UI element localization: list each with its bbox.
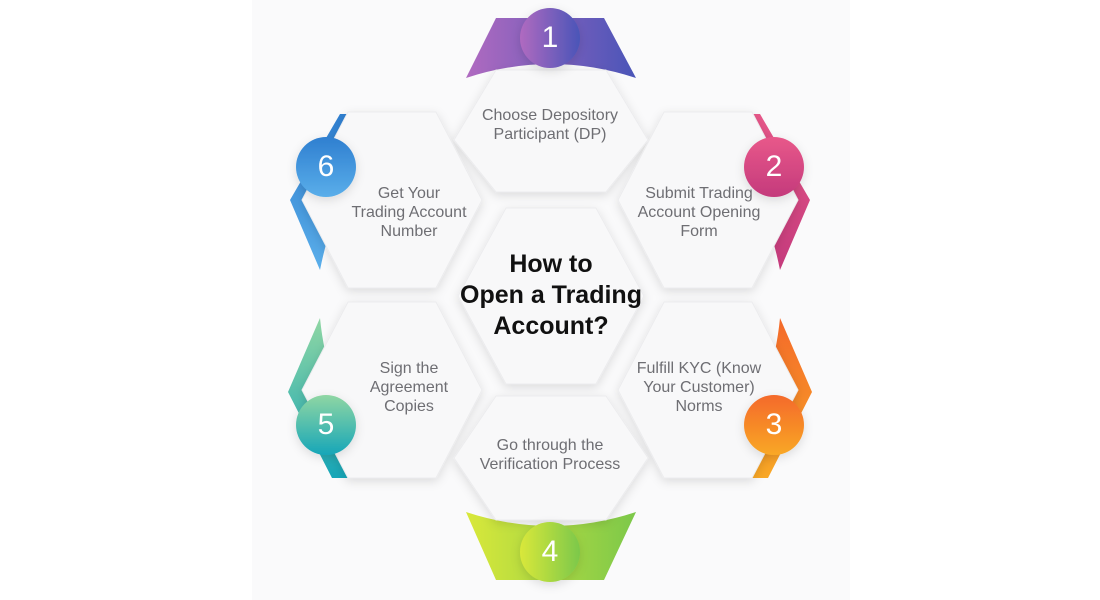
hex-step-4 bbox=[453, 395, 649, 521]
step-label-3: Fulfill KYC (Know Your Customer) Norms bbox=[636, 360, 762, 415]
hex-step-1 bbox=[453, 69, 649, 193]
step-label-4: Go through the Verification Process bbox=[479, 437, 621, 473]
badge-circle-1 bbox=[520, 8, 580, 68]
diagram-title: How to Open a Trading Account? bbox=[460, 250, 642, 340]
step-label-2: Submit Trading Account Opening Form bbox=[637, 185, 761, 240]
badge-circle-2 bbox=[744, 137, 804, 197]
step-number-3: 3 bbox=[765, 408, 783, 441]
step-number-5: 5 bbox=[317, 408, 335, 441]
step-number-2: 2 bbox=[765, 150, 783, 183]
badge-circle-3 bbox=[744, 395, 804, 455]
hex-center bbox=[457, 207, 645, 385]
badge-circle-4 bbox=[520, 522, 580, 582]
step-number-6: 6 bbox=[317, 150, 335, 183]
step-label-1: Choose Depository Participant (DP) bbox=[481, 107, 619, 143]
step-number-1: 1 bbox=[541, 21, 559, 54]
step-number-4: 4 bbox=[541, 535, 559, 568]
step-label-6: Get Your Trading Account Number bbox=[351, 185, 467, 240]
badge-circle-5 bbox=[296, 395, 356, 455]
badge-circle-6 bbox=[296, 137, 356, 197]
step-label-5: Sign the Agreement Copies bbox=[369, 360, 449, 415]
